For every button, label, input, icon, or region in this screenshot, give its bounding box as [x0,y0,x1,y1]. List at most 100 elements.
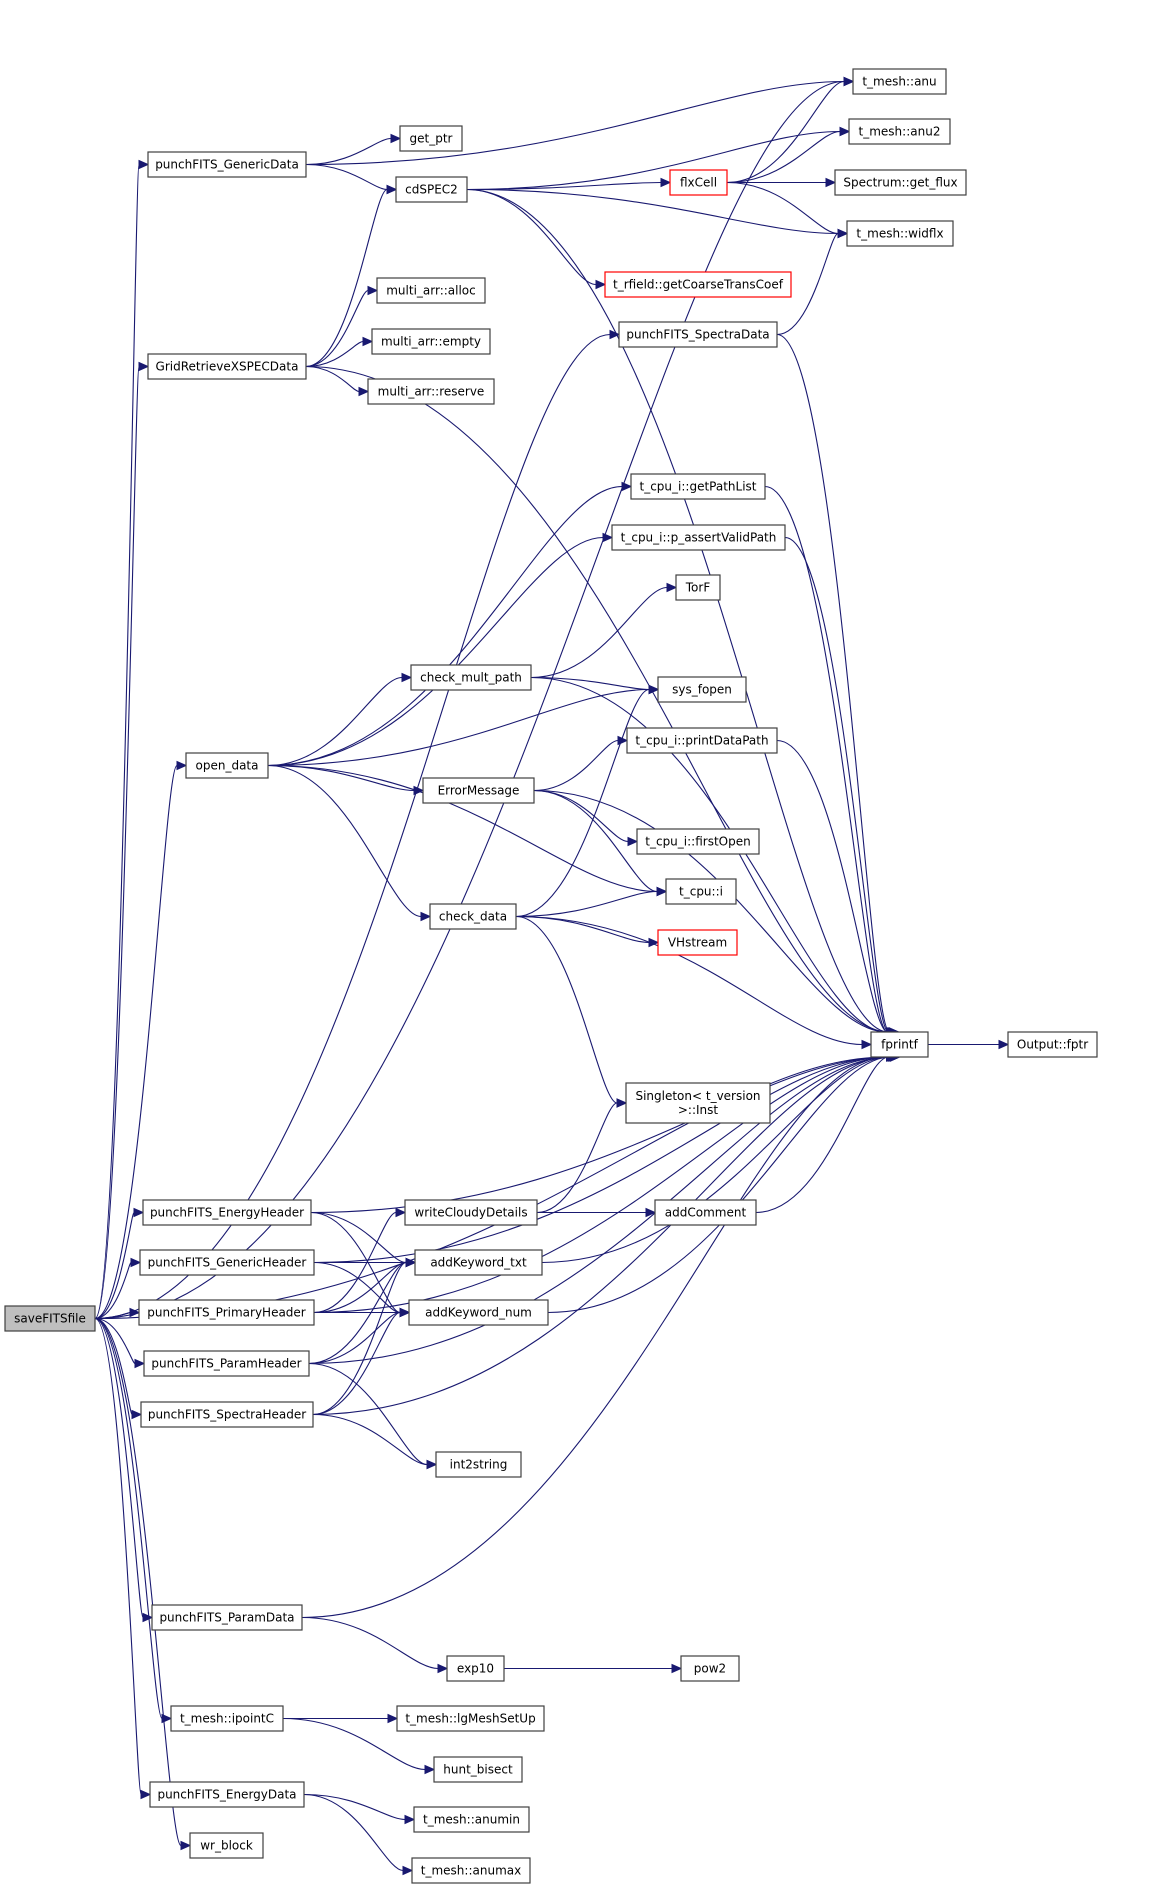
node-box[interactable] [376,277,486,304]
node-box[interactable] [410,664,532,691]
node-torf[interactable]: TorF [675,574,721,601]
node-box[interactable] [611,524,786,551]
node-box[interactable] [626,727,778,754]
node-t-mesh-lgmeshsetup[interactable]: t_mesh::lgMeshSetUp [396,1705,545,1732]
node-box[interactable] [151,1604,303,1631]
node-box[interactable] [149,1781,305,1808]
node-t-cpu-i[interactable]: t_cpu::i [665,878,737,905]
node-gridretrievexspecdata[interactable]: GridRetrieveXSPECData [147,353,307,380]
node-box[interactable] [408,1299,549,1326]
node-writecloudydetails[interactable]: writeCloudyDetails [404,1199,538,1226]
node-box[interactable] [680,1655,740,1682]
node-box[interactable] [140,1401,314,1428]
node-check-mult-path[interactable]: check_mult_path [410,664,532,691]
node-box[interactable] [413,1806,530,1833]
node-box[interactable] [147,353,307,380]
node-t-cpu-i-p-assertvalidpath[interactable]: t_cpu_i::p_assertValidPath [611,524,786,551]
node-box[interactable] [396,1705,545,1732]
node-int2string[interactable]: int2string [435,1451,522,1478]
node-t-mesh-anu[interactable]: t_mesh::anu [852,68,947,95]
node-box[interactable] [604,271,792,298]
node-box[interactable] [404,1199,538,1226]
node-t-cpu-i-getpathlist[interactable]: t_cpu_i::getPathList [630,473,766,500]
node-punchfits-paramdata[interactable]: punchFITS_ParamData [151,1604,303,1631]
node-punchfits-genericheader[interactable]: punchFITS_GenericHeader [139,1249,315,1276]
node-t-mesh-ipointc[interactable]: t_mesh::ipointC [170,1705,284,1732]
node-box[interactable] [414,1249,543,1276]
node-box[interactable] [422,777,535,804]
node-check-data[interactable]: check_data [429,903,517,930]
node-vhstream[interactable]: VHstream [657,929,738,956]
node-box[interactable] [170,1705,284,1732]
node-output-fptr[interactable]: Output::fptr [1007,1031,1098,1058]
node-box[interactable] [142,1199,312,1226]
node-box[interactable] [138,1299,315,1326]
node-addcomment[interactable]: addComment [654,1199,757,1226]
node-box[interactable] [870,1031,929,1058]
node-open-data[interactable]: open_data [185,752,269,779]
node-box[interactable] [411,1857,531,1884]
node-punchfits-spectraheader[interactable]: punchFITS_SpectraHeader [140,1401,314,1428]
node-t-mesh-anumin[interactable]: t_mesh::anumin [413,1806,530,1833]
node-t-mesh-anu2[interactable]: t_mesh::anu2 [848,118,951,145]
node-flxcell[interactable]: flxCell [669,169,728,196]
node-wr-block[interactable]: wr_block [189,1832,264,1859]
node-get-ptr[interactable]: get_ptr [399,125,463,152]
node-t-cpu-i-firstopen[interactable]: t_cpu_i::firstOpen [636,828,760,855]
node-hunt-bisect[interactable]: hunt_bisect [433,1756,523,1783]
node-exp10[interactable]: exp10 [446,1655,505,1682]
node-t-mesh-anumax[interactable]: t_mesh::anumax [411,1857,531,1884]
node-box[interactable] [395,176,468,203]
node-box[interactable] [625,1082,771,1124]
node-box[interactable] [4,1305,96,1332]
node-punchfits-spectradata[interactable]: punchFITS_SpectraData [618,321,778,348]
node-box[interactable] [435,1451,522,1478]
node-spectrum-get-flux[interactable]: Spectrum::get_flux [834,169,967,196]
node-savefitsfile[interactable]: saveFITSfile [4,1305,96,1332]
node-box[interactable] [618,321,778,348]
node-box[interactable] [657,929,738,956]
node-box[interactable] [371,328,491,355]
node-box[interactable] [848,118,951,145]
node-box[interactable] [446,1655,505,1682]
node-multi-arr-empty[interactable]: multi_arr::empty [371,328,491,355]
node-box[interactable] [433,1756,523,1783]
node-t-mesh-widflx[interactable]: t_mesh::widflx [846,220,954,247]
node-sys-fopen[interactable]: sys_fopen [657,676,747,703]
node-punchfits-paramheader[interactable]: punchFITS_ParamHeader [143,1350,310,1377]
node-box[interactable] [630,473,766,500]
node-cdspec2[interactable]: cdSPEC2 [395,176,468,203]
node-box[interactable] [852,68,947,95]
node-multi-arr-alloc[interactable]: multi_arr::alloc [376,277,486,304]
node-box[interactable] [657,676,747,703]
node-punchfits-energydata[interactable]: punchFITS_EnergyData [149,1781,305,1808]
node-box[interactable] [139,1249,315,1276]
node-box[interactable] [846,220,954,247]
node-punchfits-primaryheader[interactable]: punchFITS_PrimaryHeader [138,1299,315,1326]
node-box[interactable] [654,1199,757,1226]
node-box[interactable] [665,878,737,905]
node-errormessage[interactable]: ErrorMessage [422,777,535,804]
node-box[interactable] [429,903,517,930]
node-t-cpu-i-printdatapath[interactable]: t_cpu_i::printDataPath [626,727,778,754]
node-box[interactable] [1007,1031,1098,1058]
node-box[interactable] [675,574,721,601]
node-box[interactable] [399,125,463,152]
node-fprintf[interactable]: fprintf [870,1031,929,1058]
node-punchfits-energyheader[interactable]: punchFITS_EnergyHeader [142,1199,312,1226]
node-addkeyword-txt[interactable]: addKeyword_txt [414,1249,543,1276]
node-box[interactable] [834,169,967,196]
node-box[interactable] [669,169,728,196]
node-punchfits-genericdata[interactable]: punchFITS_GenericData [147,151,307,178]
node-box[interactable] [189,1832,264,1859]
node-box[interactable] [367,378,495,405]
node-box[interactable] [185,752,269,779]
node-box[interactable] [143,1350,310,1377]
node-box[interactable] [636,828,760,855]
node-pow2[interactable]: pow2 [680,1655,740,1682]
node-multi-arr-reserve[interactable]: multi_arr::reserve [367,378,495,405]
node-addkeyword-num[interactable]: addKeyword_num [408,1299,549,1326]
node-singleton-inst[interactable]: Singleton< t_version>::Inst [625,1082,771,1124]
node-box[interactable] [147,151,307,178]
node-t-rfield-getcoarsetranscoef[interactable]: t_rfield::getCoarseTransCoef [604,271,792,298]
